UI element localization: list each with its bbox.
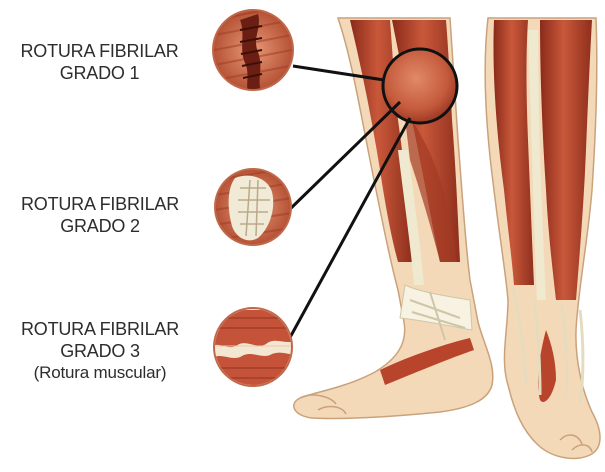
zoom-circle-grado-2 — [214, 168, 292, 245]
label-grado-2-line-2: GRADO 2 — [0, 215, 200, 237]
label-grado-1-line-2: GRADO 1 — [2, 62, 197, 84]
right-leg — [485, 18, 600, 458]
zoom-circle-grado-3 — [212, 308, 296, 390]
label-grado-2-line-1: ROTURA FIBRILAR — [0, 193, 200, 215]
label-grado-1-line-1: ROTURA FIBRILAR — [2, 40, 197, 62]
label-grado-3-line-2: GRADO 3 — [0, 340, 200, 362]
label-grado-3: ROTURA FIBRILAR GRADO 3 (Rotura muscular… — [0, 318, 200, 384]
label-grado-3-line-1: ROTURA FIBRILAR — [0, 318, 200, 340]
zoom-circle-grado-1 — [213, 5, 293, 95]
label-grado-2: ROTURA FIBRILAR GRADO 2 — [0, 193, 200, 237]
label-grado-3-line-3: (Rotura muscular) — [0, 362, 200, 384]
injury-zone-marker — [383, 49, 457, 123]
label-grado-1: ROTURA FIBRILAR GRADO 1 — [2, 40, 197, 84]
